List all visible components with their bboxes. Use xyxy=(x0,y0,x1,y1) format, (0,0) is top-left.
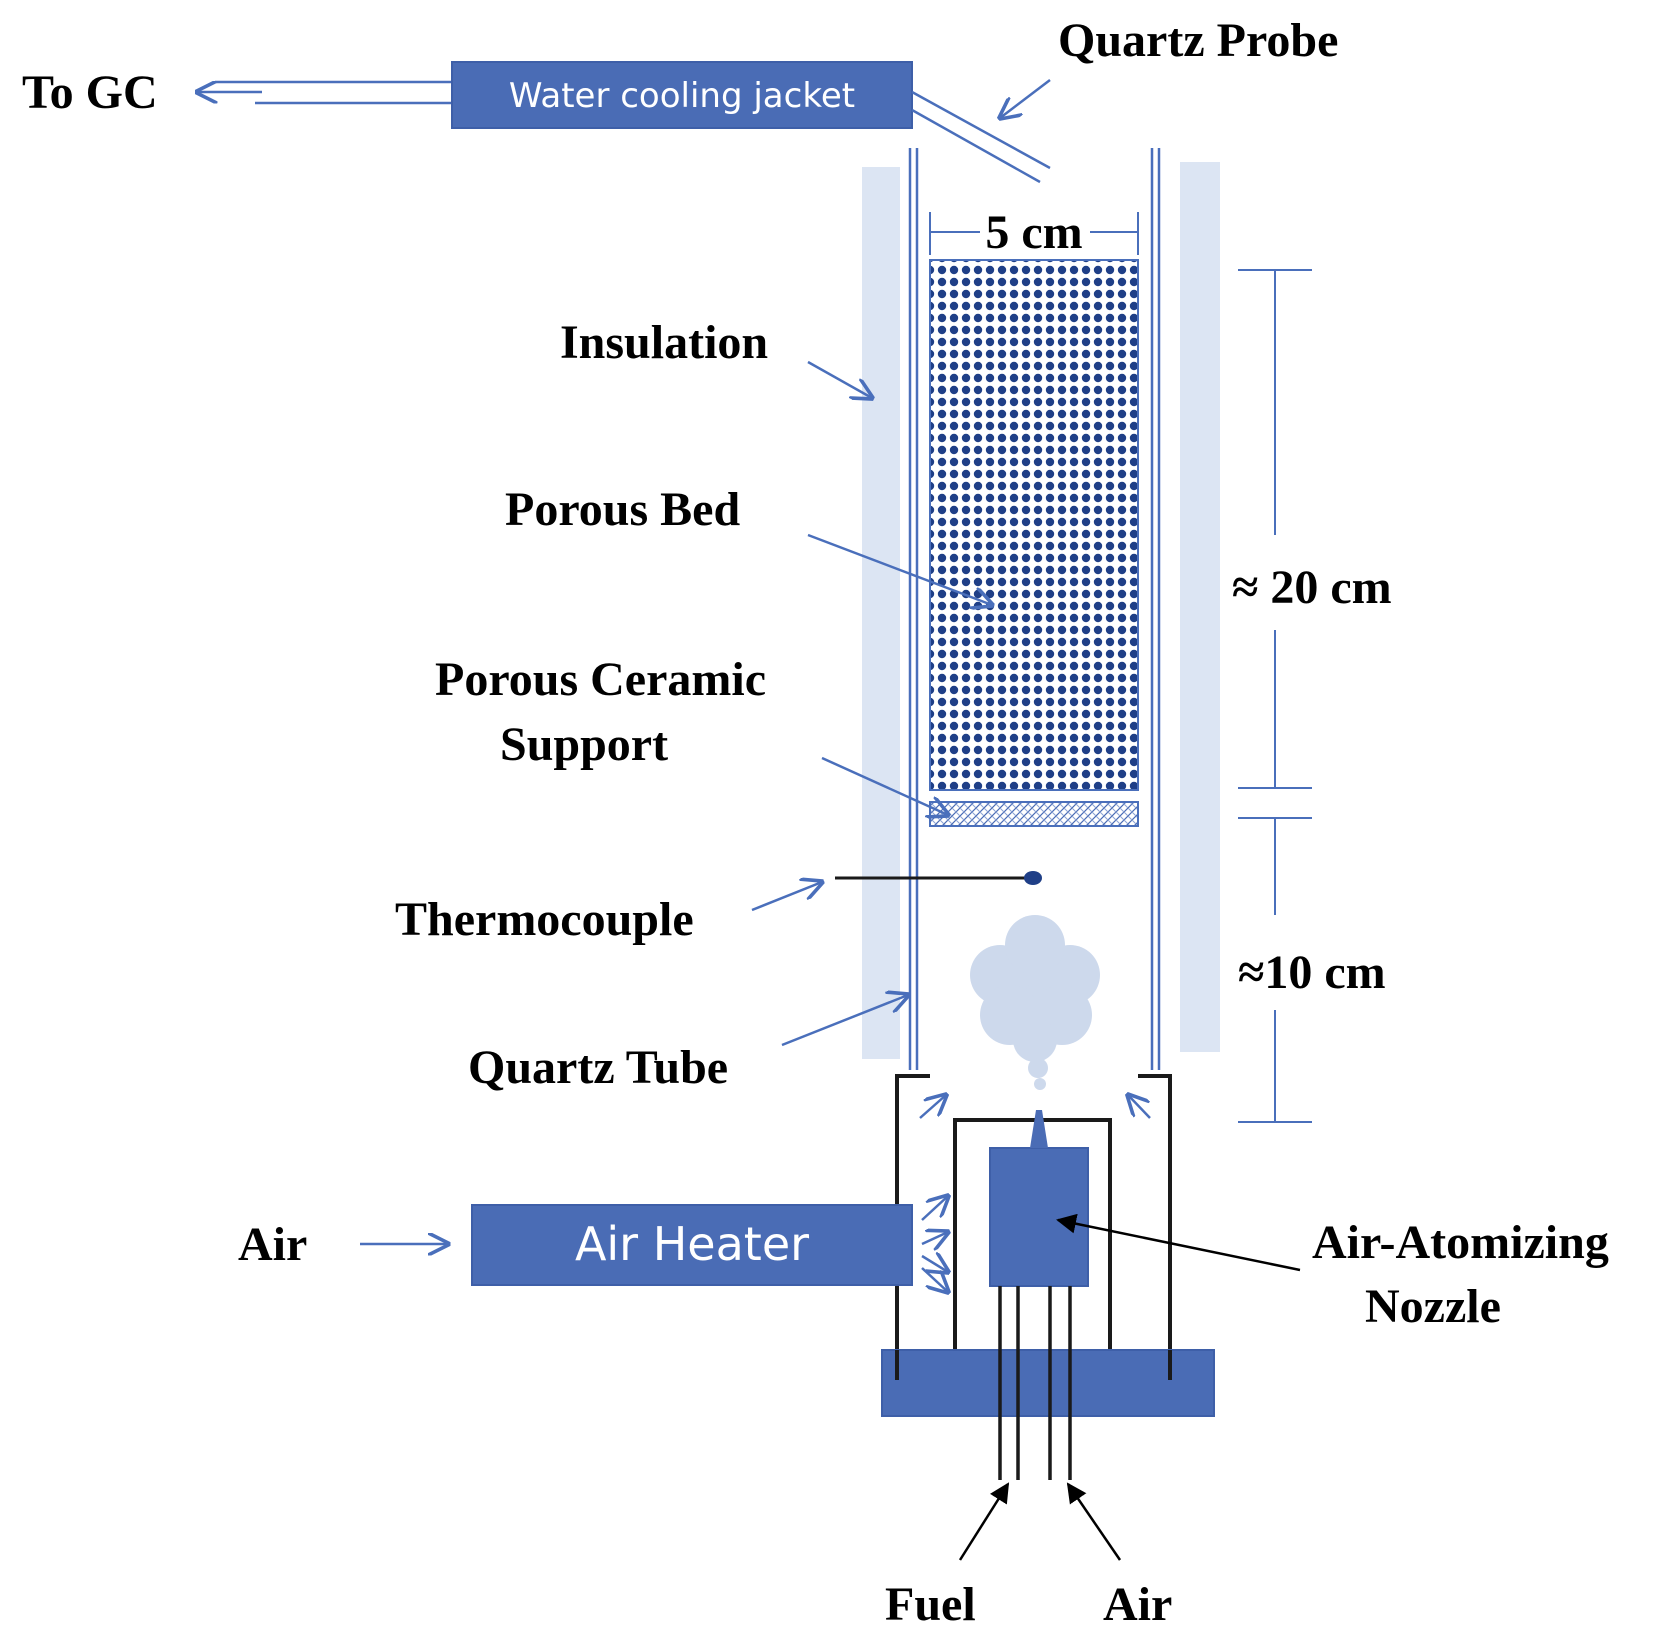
nozzle-label-line1: Air-Atomizing xyxy=(1312,1216,1609,1269)
height-bed-label: ≈ 20 cm xyxy=(1232,561,1392,614)
air-heater xyxy=(471,1204,913,1286)
diameter-label: 5 cm xyxy=(985,206,1082,259)
hot-air-arrows xyxy=(919,1095,1151,1292)
nozzle-tip-icon xyxy=(1030,1110,1048,1148)
air-bottom-label: Air xyxy=(1103,1578,1172,1631)
thermocouple-label: Thermocouple xyxy=(395,893,694,946)
quartz-tube xyxy=(908,148,1161,1070)
porous-ceramic-label-line2: Support xyxy=(500,718,668,771)
air-heater-label: Air Heater xyxy=(575,1217,809,1271)
porous-ceramic-support xyxy=(929,801,1139,827)
quartz-probe xyxy=(911,90,1051,184)
porous-ceramic-label-line1: Porous Ceramic xyxy=(435,653,766,706)
base-plate xyxy=(881,1349,1215,1417)
air-inlet-label: Air xyxy=(238,1218,307,1271)
label-pointers xyxy=(751,360,992,1047)
black-pointers xyxy=(958,1213,1301,1561)
diameter-dimension xyxy=(929,212,1139,255)
spray-cloud-icon xyxy=(970,915,1100,1090)
height-lower-label: ≈10 cm xyxy=(1238,946,1386,999)
porous-bed xyxy=(929,259,1139,791)
quartz-tube-label: Quartz Tube xyxy=(468,1041,728,1094)
water-cooling-jacket xyxy=(451,61,913,129)
quartz-probe-arrow xyxy=(1000,79,1051,118)
quartz-probe-label: Quartz Probe xyxy=(1058,14,1338,67)
thermocouple-tip-icon xyxy=(1024,871,1042,885)
fuel-label: Fuel xyxy=(885,1578,976,1631)
to-gc-label: To GC xyxy=(22,66,158,119)
water-cooling-jacket-label: Water cooling jacket xyxy=(509,76,855,116)
porous-bed-label: Porous Bed xyxy=(505,483,740,536)
height-dimensions xyxy=(1238,269,1312,1123)
insulation-left xyxy=(862,167,900,1059)
nozzle-label-line2: Nozzle xyxy=(1365,1280,1501,1333)
feed-lines xyxy=(998,1286,1072,1480)
insulation-label: Insulation xyxy=(560,316,768,369)
air-atomizing-nozzle xyxy=(989,1147,1089,1287)
insulation-right xyxy=(1180,162,1220,1052)
